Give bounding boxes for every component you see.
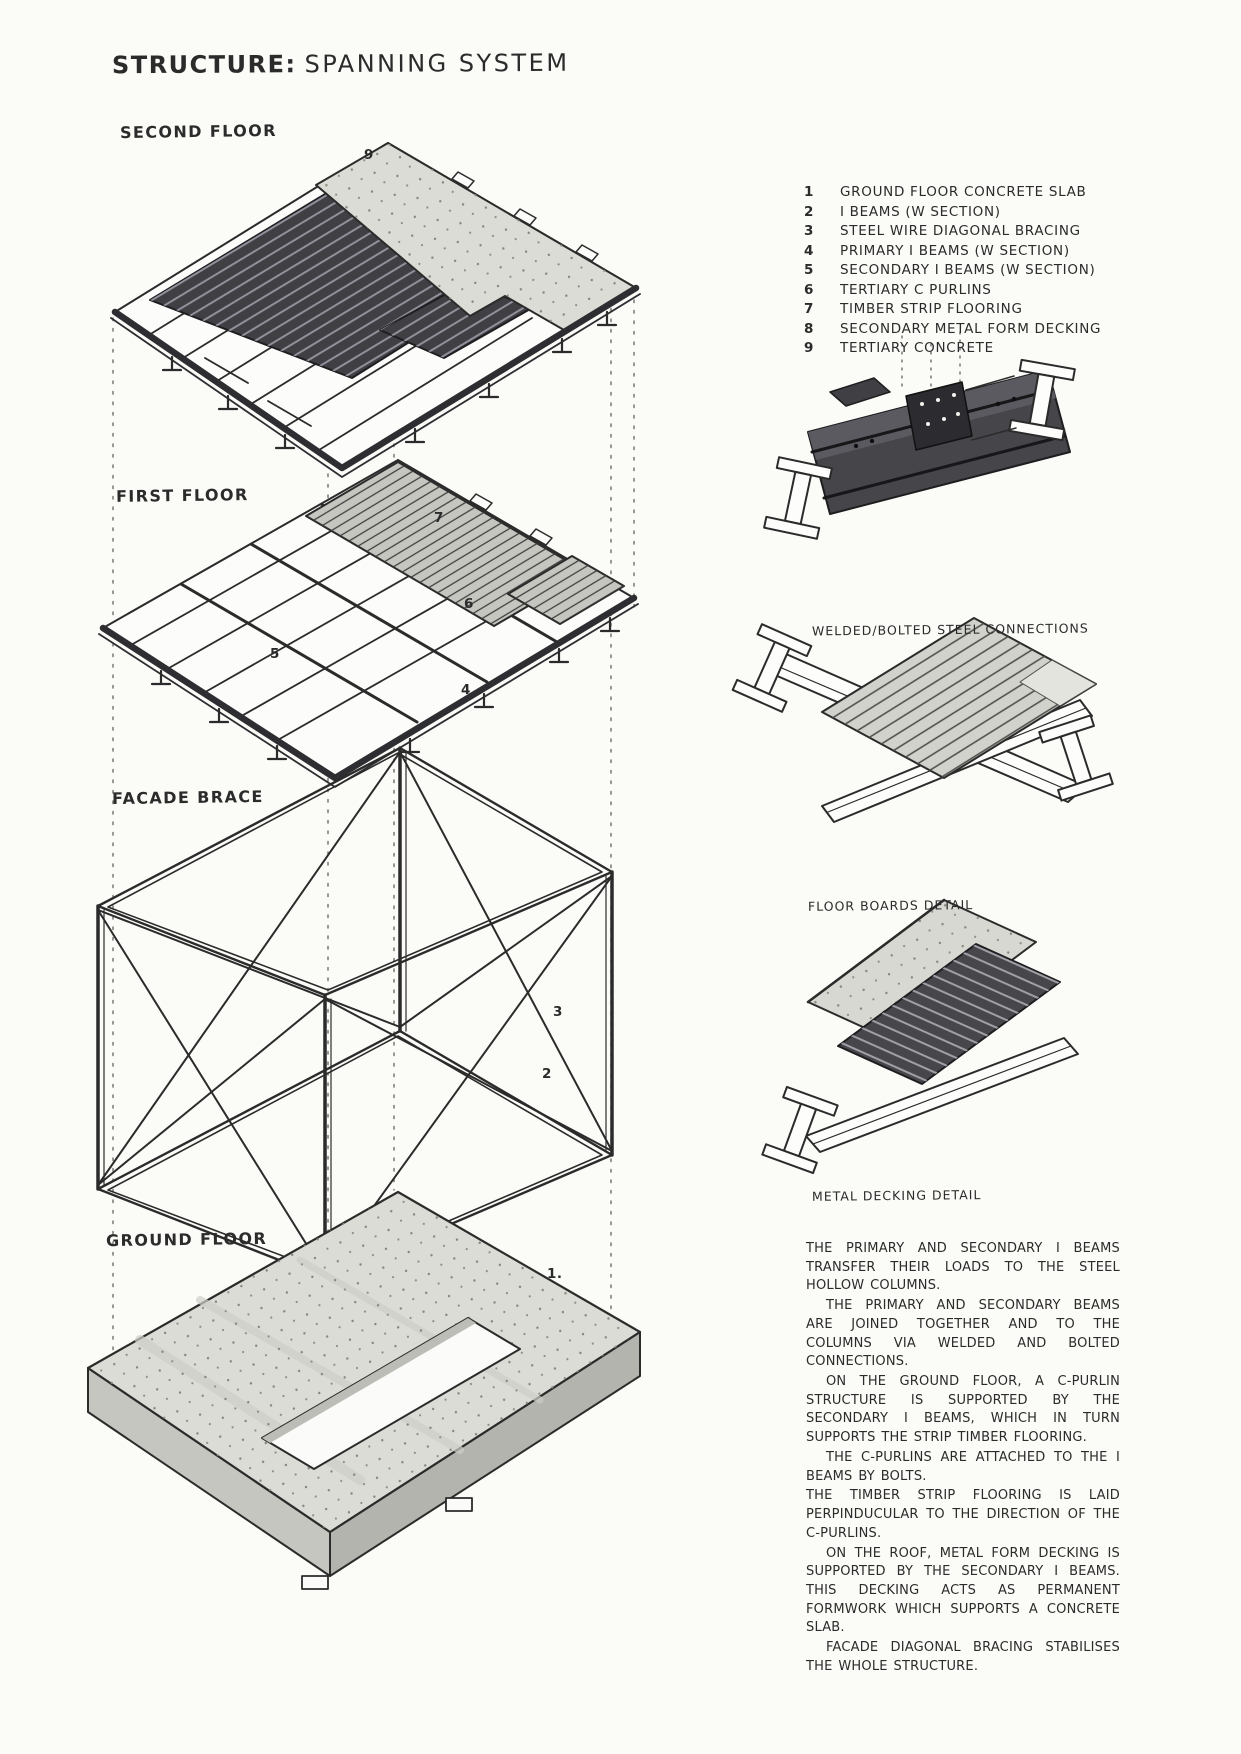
legend: 1 GROUND FLOOR CONCRETE SLAB 2 I BEAMS (W … [804, 183, 1134, 359]
notes-block: THE PRIMARY AND SECONDARY I BEAMS TRANSF… [806, 1240, 1120, 1678]
legend-item-number: 2 [804, 203, 815, 220]
legend-item-label: PRIMARY I BEAMS (W SECTION) [840, 242, 1070, 259]
callout-number-1: 1. [547, 1266, 563, 1282]
legend-item-number: 7 [804, 301, 815, 317]
legend-item: 8 SECONDARY METAL FORM DECKING [804, 320, 1134, 340]
legend-item: 5 SECONDARY I BEAMS (W SECTION) [804, 261, 1134, 281]
notes-paragraph: THE TIMBER STRIP FLOORING IS LAID PERPIN… [806, 1488, 1120, 1541]
legend-item-label: I BEAMS (W SECTION) [840, 203, 1001, 220]
notes-paragraph: FACADE DIAGONAL BRACING STABILISES THE W… [806, 1640, 1120, 1674]
notes-paragraph: THE PRIMARY AND SECONDARY I BEAMS TRANSF… [806, 1241, 1120, 1294]
floor-label-second-floor: SECOND FLOOR [119, 120, 278, 143]
legend-item-label: SECONDARY METAL FORM DECKING [840, 320, 1102, 337]
notes-paragraph: ON THE ROOF, METAL FORM DECKING IS SUPPO… [806, 1545, 1120, 1636]
legend-item-number: 3 [804, 223, 815, 239]
legend-item-label: GROUND FLOOR CONCRETE SLAB [840, 184, 1087, 200]
metal-decking-detail-drawing [761, 898, 1079, 1175]
notes-paragraph: ON THE GROUND FLOOR, A C-PURLIN STRUCTUR… [806, 1374, 1120, 1446]
legend-item-number: 9 [804, 340, 815, 356]
steel-connection-detail-drawing [763, 331, 1076, 540]
legend-item: 4 PRIMARY I BEAMS (W SECTION) [804, 242, 1134, 262]
legend-item: 3 STEEL WIRE DIAGONAL BRACING [804, 222, 1134, 242]
page-title-prefix: STRUCTURE: [111, 50, 297, 80]
legend-item-number: 8 [804, 320, 815, 337]
detail-caption-floor-boards: FLOOR BOARDS DETAIL [807, 897, 974, 914]
page-title: STRUCTURE:SPANNING SYSTEM [112, 49, 570, 79]
legend-item-label: STEEL WIRE DIAGONAL BRACING [840, 223, 1081, 239]
floor-label-facade-brace: FACADE BRACE [111, 786, 264, 809]
legend-item-label: TERTIARY CONCRETE [840, 340, 994, 356]
legend-item: 2 I BEAMS (W SECTION) [804, 203, 1134, 223]
legend-item-label: TIMBER STRIP FLOORING [840, 301, 1023, 317]
callout-number-3: 3 [553, 1004, 563, 1020]
detail-caption-steel-connections: WELDED/BOLTED STEEL CONNECTIONS [811, 620, 1089, 639]
callout-number-7: 7 [434, 510, 444, 526]
legend-item: 1 GROUND FLOOR CONCRETE SLAB [804, 183, 1134, 203]
legend-item: 7 TIMBER STRIP FLOORING [804, 300, 1134, 320]
legend-item-number: 1 [804, 184, 815, 200]
page-title-subtitle: SPANNING SYSTEM [304, 48, 570, 79]
floor-boards-detail-drawing [731, 617, 1114, 823]
floor-label-first-floor: FIRST FLOOR [115, 485, 249, 506]
legend-item-number: 6 [804, 281, 815, 298]
callout-number-6: 6 [464, 596, 474, 612]
legend-item-label: SECONDARY I BEAMS (W SECTION) [840, 262, 1096, 278]
legend-item: 9 TERTIARY CONCRETE [804, 339, 1134, 359]
second-floor-drawing [110, 142, 641, 478]
first-floor-drawing [98, 459, 639, 788]
legend-item-number: 5 [804, 262, 815, 278]
callout-number-5: 5 [270, 646, 280, 662]
notes-paragraph: THE PRIMARY AND SECONDARY BEAMS ARE JOIN… [806, 1298, 1120, 1370]
callout-number-2: 2 [542, 1066, 552, 1082]
legend-item: 6 TERTIARY C PURLINS [804, 281, 1134, 301]
callout-number-4: 4 [461, 682, 471, 698]
detail-caption-metal-decking: METAL DECKING DETAIL [811, 1187, 982, 1204]
legend-item-label: TERTIARY C PURLINS [840, 281, 992, 298]
callout-number-9: 9 [364, 147, 374, 163]
legend-item-number: 4 [804, 242, 815, 259]
floor-label-ground-floor: GROUND FLOOR [105, 1228, 268, 1251]
ground-floor-drawing [86, 1190, 642, 1590]
notes-paragraph: THE C-PURLINS ARE ATTACHED TO THE I BEAM… [806, 1449, 1120, 1484]
facade-brace-drawing [96, 746, 614, 1280]
